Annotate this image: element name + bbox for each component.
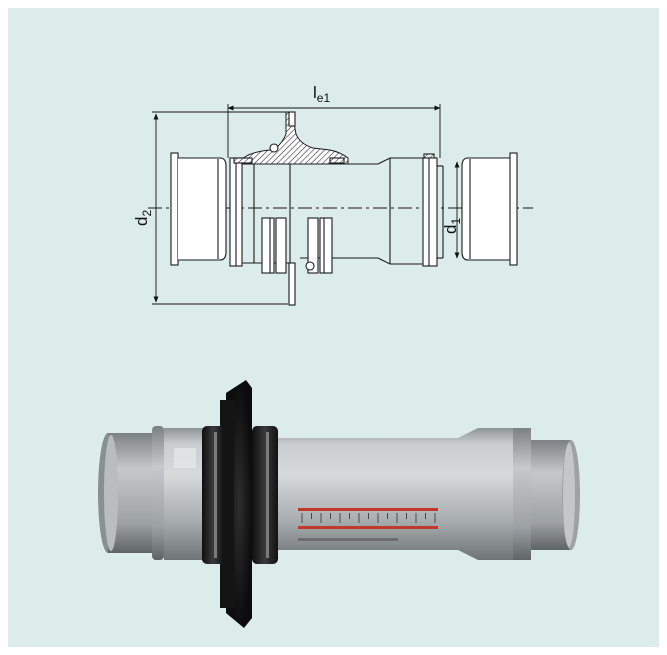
outer-diameter-label: d2 <box>132 210 154 226</box>
wall-flange-section <box>233 111 435 306</box>
length-label: le1 <box>313 83 330 105</box>
photo-print-line <box>298 538 398 541</box>
photo-clamping-ring-left <box>202 426 224 564</box>
technical-drawing: le1 d2 d1 <box>132 83 533 306</box>
clamping-rings <box>261 217 333 274</box>
photo-right-spigot <box>531 440 580 550</box>
product-photo <box>98 380 580 628</box>
left-spigot <box>170 152 227 266</box>
figure-panel: le1 d2 d1 <box>8 8 659 647</box>
photo-left-socket <box>164 428 208 560</box>
photo-insertion-scale <box>298 508 438 529</box>
right-spigot <box>461 152 518 266</box>
dimension-outer-diameter <box>152 111 288 305</box>
right-socket <box>422 157 444 267</box>
photo-left-spigot <box>98 426 164 560</box>
photo-clamping-ring-right <box>252 426 278 564</box>
dimension-length <box>227 104 441 158</box>
photo-wall-flange <box>220 380 252 628</box>
pipe-diameter-label: d1 <box>441 218 463 234</box>
